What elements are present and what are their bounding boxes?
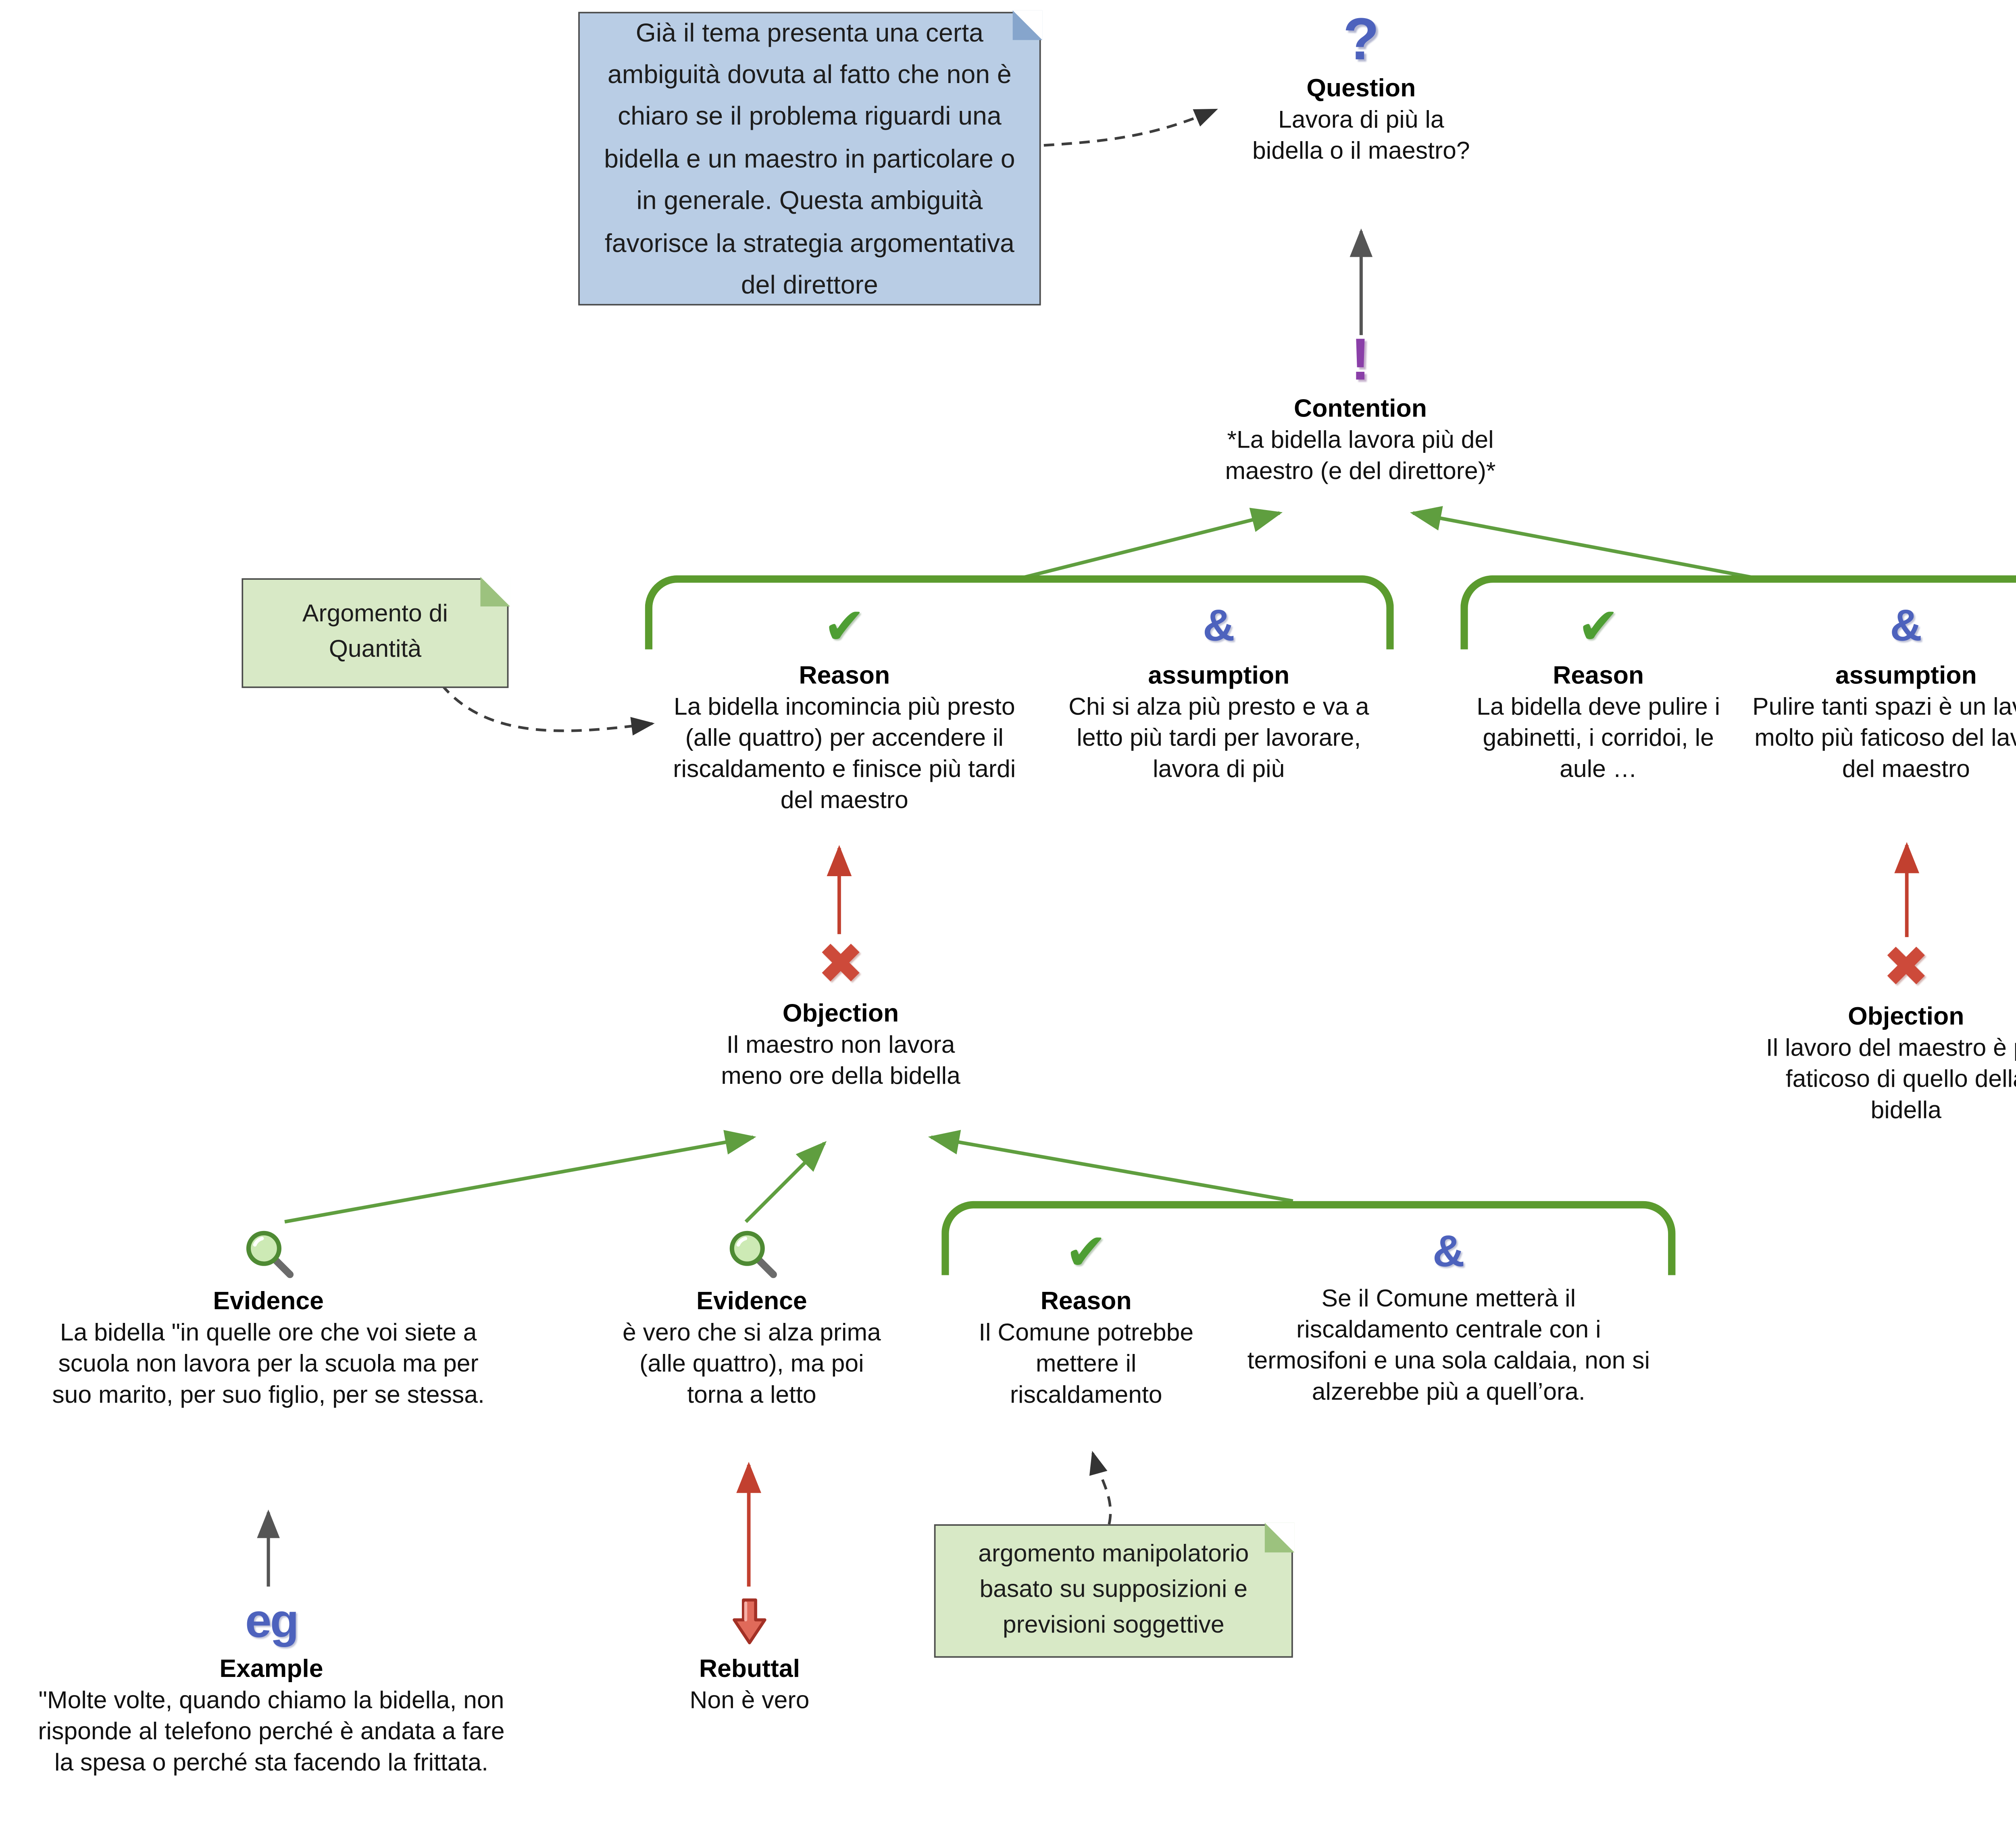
node-contention[interactable]: ! Contention *La bidella lavora più del … xyxy=(1201,329,1520,488)
magnifier-icon xyxy=(727,1222,777,1284)
node-label: Reason xyxy=(1040,1287,1132,1315)
node-example[interactable]: eg Example "Molte volte, quando chiamo l… xyxy=(27,1589,516,1780)
rebuttal-down-arrow-icon xyxy=(731,1589,768,1652)
node-label: Example xyxy=(219,1654,323,1683)
cross-icon: ✖ xyxy=(817,934,864,997)
node-reason-1[interactable]: ✔ Reason La bidella incomincia più prest… xyxy=(670,596,1018,818)
node-reason-2[interactable]: ✔ Reason La bidella deve pulire i gabine… xyxy=(1465,596,1732,786)
ampersand-icon: & xyxy=(1890,602,1922,651)
node-text: Pulire tanti spazi è un lavoro molto più… xyxy=(1752,694,2016,783)
note-ambiguity[interactable]: Già il tema presenta una certa ambiguità… xyxy=(578,11,1042,306)
node-objection-2[interactable]: ✖ Objection Il lavoro del maestro è più … xyxy=(1762,937,2016,1127)
arrow-group2-to-contention xyxy=(1410,506,1758,580)
node-objection-1[interactable]: ✖ Objection Il maestro non lavora meno o… xyxy=(700,934,982,1093)
node-text: Il lavoro del maestro è più faticoso di … xyxy=(1766,1035,2016,1125)
note-manipolatorio[interactable]: argomento manipolatorio basato su suppos… xyxy=(934,1523,1294,1658)
node-evidence-2[interactable]: Evidence è vero che si alza prima (alle … xyxy=(611,1222,893,1412)
arrow-evidence1-to-objection1 xyxy=(284,1130,756,1224)
node-text: Chi si alza più presto e va a letto più … xyxy=(1068,694,1369,783)
magnifier-icon xyxy=(243,1222,294,1284)
node-text: è vero che si alza prima (alle quattro),… xyxy=(623,1319,881,1409)
check-icon: ✔ xyxy=(1577,599,1620,656)
node-text: Lavora di più la bidella o il maestro? xyxy=(1252,106,1470,165)
note-text: argomento manipolatorio basato su suppos… xyxy=(978,1541,1249,1639)
node-label: Objection xyxy=(1848,1002,1964,1031)
node-question[interactable]: ? Question Lavora di più la bidella o il… xyxy=(1243,9,1480,168)
node-rebuttal[interactable]: Rebuttal Non è vero xyxy=(635,1589,864,1717)
node-label: Evidence xyxy=(696,1287,807,1315)
node-text: Non è vero xyxy=(689,1687,810,1714)
node-assumption-3[interactable]: & Se il Comune metterà il riscaldamento … xyxy=(1243,1222,1655,1409)
node-text: *La bidella lavora più del maestro (e de… xyxy=(1225,427,1496,485)
node-text: La bidella "in quelle ore che voi siete … xyxy=(52,1319,485,1409)
arrow-group1-to-contention xyxy=(1019,508,1283,580)
eg-icon: eg xyxy=(245,1594,299,1647)
ampersand-icon: & xyxy=(1202,602,1235,651)
note-text: Già il tema presenta una certa ambiguità… xyxy=(604,17,1015,300)
arrow-evidence2-to-objection1 xyxy=(744,1141,827,1223)
node-evidence-1[interactable]: Evidence La bidella "in quelle ore che v… xyxy=(37,1222,500,1412)
node-label: Question xyxy=(1306,74,1416,102)
node-text: Il maestro non lavora meno ore della bid… xyxy=(721,1032,960,1090)
node-label: Rebuttal xyxy=(699,1654,800,1683)
node-label: assumption xyxy=(1835,661,1977,689)
arrow-group3-to-objection1 xyxy=(928,1130,1293,1203)
dashed-arrow-ambiguity-note-to-question xyxy=(1043,108,1218,147)
node-label: Evidence xyxy=(213,1287,324,1315)
check-icon: ✔ xyxy=(823,599,866,656)
question-mark-icon: ? xyxy=(1343,7,1379,73)
node-label: Reason xyxy=(799,661,890,689)
node-text: Se il Comune metterà il riscaldamento ce… xyxy=(1247,1285,1650,1406)
cross-icon: ✖ xyxy=(1882,937,1930,1000)
node-text: La bidella incomincia più presto (alle q… xyxy=(673,694,1016,815)
node-reason-3[interactable]: ✔ Reason Il Comune potrebbe mettere il r… xyxy=(964,1222,1208,1412)
ampersand-icon: & xyxy=(1432,1227,1465,1277)
dashed-arrow-manipolatorio-note-to-reason3 xyxy=(1089,1451,1112,1525)
node-text: La bidella deve pulire i gabinetti, i co… xyxy=(1477,694,1720,783)
note-argomento-quantita[interactable]: Argomento di Quantità xyxy=(242,577,510,688)
note-text: Argomento di Quantità xyxy=(302,600,448,663)
node-assumption-2[interactable]: & assumption Pulire tanti spazi è un lav… xyxy=(1747,596,2016,786)
dashed-arrow-quantita-note-to-reason1 xyxy=(441,684,655,736)
check-icon: ✔ xyxy=(1065,1225,1108,1281)
node-label: assumption xyxy=(1148,661,1290,689)
node-assumption-1[interactable]: & assumption Chi si alza più presto e va… xyxy=(1056,596,1382,786)
exclamation-icon: ! xyxy=(1350,327,1370,393)
node-label: Reason xyxy=(1553,661,1644,689)
node-text: Il Comune potrebbe mettere il riscaldame… xyxy=(979,1319,1194,1409)
node-label: Contention xyxy=(1294,394,1427,423)
node-text: "Molte volte, quando chiamo la bidella, … xyxy=(38,1687,505,1777)
node-label: Objection xyxy=(782,999,899,1028)
